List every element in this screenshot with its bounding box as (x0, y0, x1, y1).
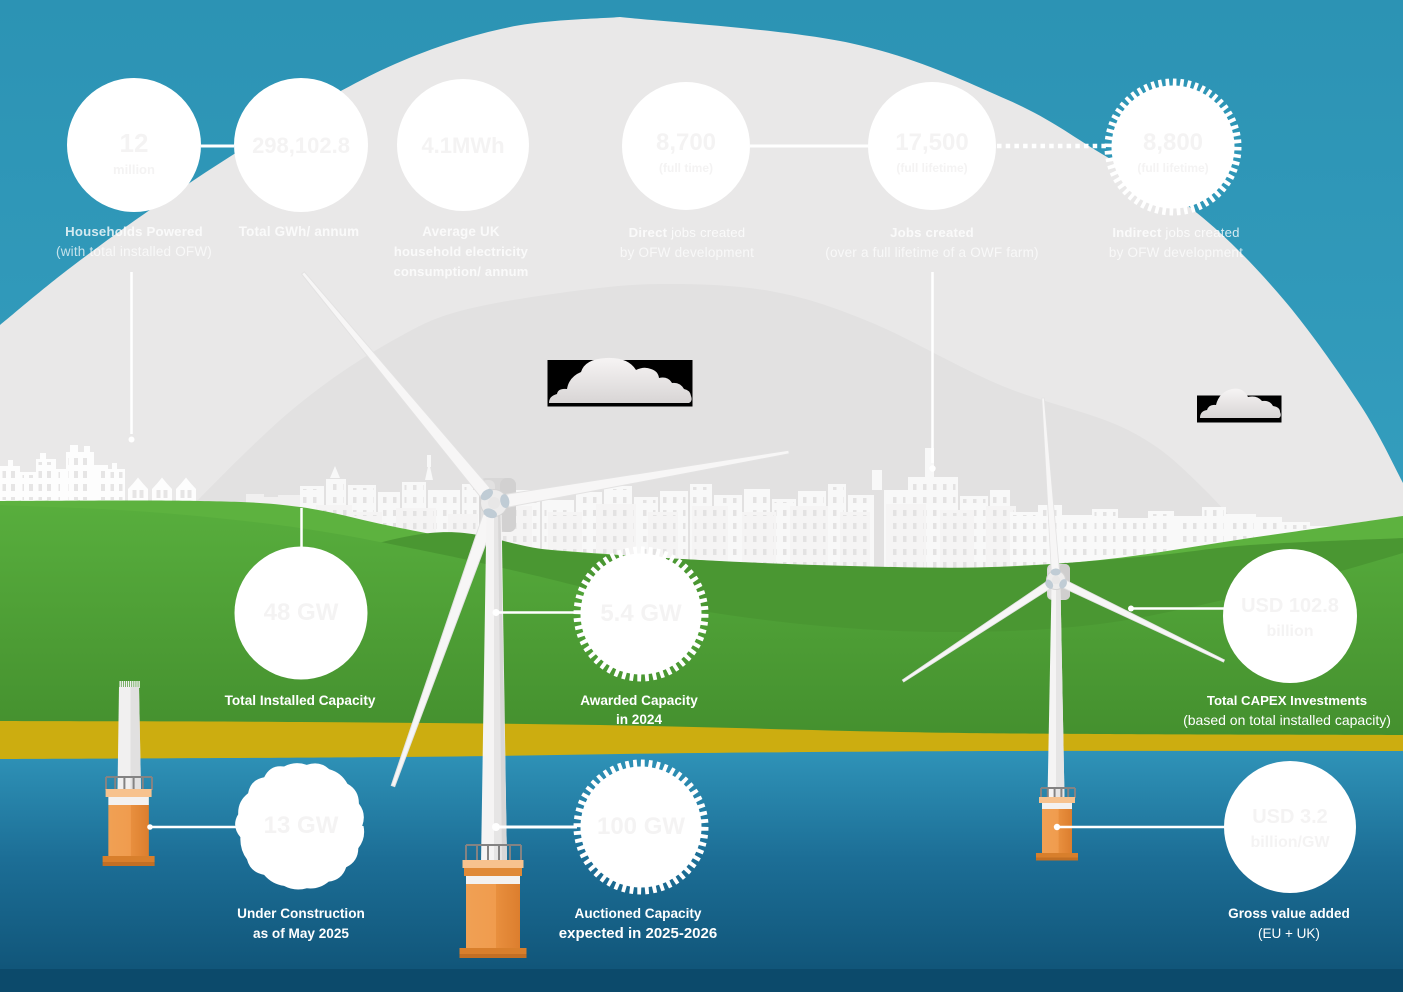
svg-text:8,800: 8,800 (1143, 129, 1203, 156)
svg-text:in 2024: in 2024 (616, 712, 663, 727)
svg-text:298,102.8: 298,102.8 (252, 133, 350, 158)
svg-text:Under Construction: Under Construction (237, 906, 365, 921)
svg-text:by OFW development: by OFW development (1109, 245, 1243, 260)
svg-text:Direct jobs created: Direct jobs created (629, 225, 746, 240)
svg-text:(with total installed OFW): (with total installed OFW) (56, 244, 212, 259)
svg-text:(full lifetime): (full lifetime) (896, 161, 967, 175)
svg-text:consumption/ annum: consumption/ annum (393, 264, 528, 279)
svg-text:Indirect jobs created: Indirect jobs created (1112, 225, 1239, 240)
svg-text:100 GW: 100 GW (597, 813, 685, 840)
svg-text:expected in 2025-2026: expected in 2025-2026 (559, 925, 717, 942)
svg-text:8,700: 8,700 (656, 129, 716, 156)
svg-text:Total GWh/ annum: Total GWh/ annum (239, 224, 359, 239)
svg-text:billion/GW: billion/GW (1250, 834, 1330, 851)
svg-text:household electricity: household electricity (394, 244, 529, 259)
svg-text:Jobs created: Jobs created (890, 225, 974, 240)
svg-text:(full lifetime): (full lifetime) (1137, 161, 1208, 175)
svg-text:(based on total installed capa: (based on total installed capacity) (1183, 712, 1391, 728)
svg-text:4.1MWh: 4.1MWh (421, 133, 504, 158)
svg-text:Average UK: Average UK (422, 224, 500, 239)
svg-text:12: 12 (120, 128, 149, 158)
svg-text:13 GW: 13 GW (264, 812, 339, 839)
svg-text:million: million (113, 162, 155, 177)
svg-text:Awarded Capacity: Awarded Capacity (580, 693, 698, 708)
svg-text:by OFW development: by OFW development (620, 245, 754, 260)
svg-text:Gross value added: Gross value added (1228, 906, 1350, 921)
svg-text:5.4 GW: 5.4 GW (600, 600, 682, 627)
svg-text:USD 3.2: USD 3.2 (1252, 806, 1328, 828)
svg-text:17,500: 17,500 (895, 129, 968, 156)
svg-text:Auctioned Capacity: Auctioned Capacity (575, 906, 702, 921)
svg-text:billion: billion (1266, 623, 1313, 640)
svg-text:Total Installed Capacity: Total Installed Capacity (225, 693, 376, 708)
svg-text:Total CAPEX Investments: Total CAPEX Investments (1207, 693, 1367, 708)
svg-text:as of May 2025: as of May 2025 (253, 926, 349, 941)
svg-text:48 GW: 48 GW (264, 599, 339, 626)
svg-text:(EU + UK): (EU + UK) (1258, 926, 1320, 941)
svg-text:USD 102.8: USD 102.8 (1241, 595, 1339, 617)
svg-text:(over a full lifetime of a OWF: (over a full lifetime of a OWF farm) (825, 245, 1039, 260)
svg-text:Households Powered: Households Powered (65, 224, 203, 239)
svg-text:(full time): (full time) (659, 161, 713, 175)
